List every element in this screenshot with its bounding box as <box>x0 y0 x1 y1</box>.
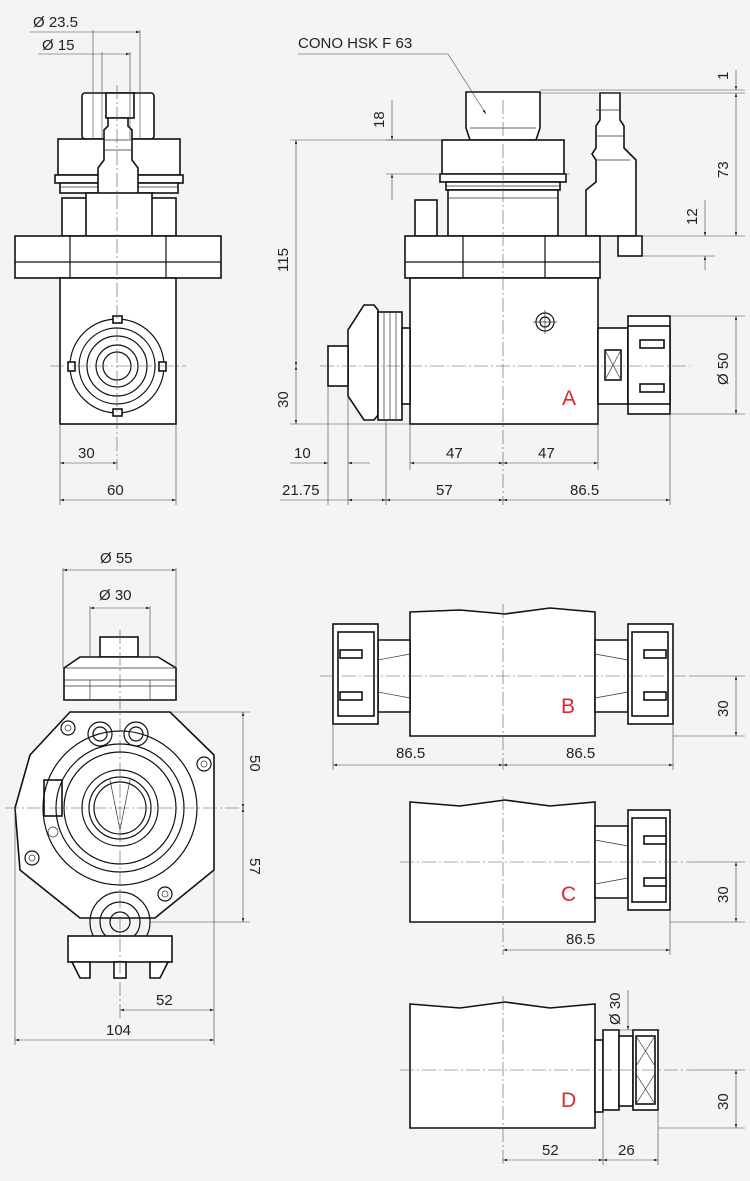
dim-d-52: 52 <box>542 1142 559 1159</box>
dim-d30-bottom: Ø 30 <box>99 587 132 604</box>
front-view: Ø 23.5 Ø 15 30 60 <box>14 14 222 505</box>
dim-b-left: 86.5 <box>396 745 425 762</box>
dim-d-26: 26 <box>618 1142 635 1159</box>
dim-47-right: 47 <box>538 445 555 462</box>
dim-86-5-side: 86.5 <box>570 482 599 499</box>
dim-10: 10 <box>294 445 311 462</box>
variant-label-a: A <box>562 387 576 410</box>
dim-57-side: 57 <box>436 482 453 499</box>
dim-52-bottom: 52 <box>156 992 173 1009</box>
dim-47-left: 47 <box>446 445 463 462</box>
bottom-view: Ø 55 Ø 30 50 57 52 104 <box>5 550 263 1045</box>
variant-c-view: C 86.5 30 <box>400 796 745 955</box>
variant-d-view: D Ø 30 52 26 30 <box>400 990 745 1165</box>
dim-73: 73 <box>715 161 732 178</box>
dim-115: 115 <box>275 248 292 272</box>
dim-30-front: 30 <box>78 445 95 462</box>
dim-30-side: 30 <box>275 391 292 408</box>
dim-d-30: 30 <box>715 1093 732 1110</box>
dim-d50: Ø 50 <box>715 352 732 385</box>
dim-d55: Ø 55 <box>100 550 133 567</box>
dim-c-86-5: 86.5 <box>566 931 595 948</box>
cone-label: CONO HSK F 63 <box>298 35 412 52</box>
dim-c-30: 30 <box>715 886 732 903</box>
dim-1: 1 <box>715 72 732 80</box>
side-view-a: A CONO HSK F 63 1 73 12 18 115 30 <box>275 35 745 505</box>
variant-label-c: C <box>561 883 576 906</box>
dim-104: 104 <box>106 1022 131 1039</box>
dim-57-bottom: 57 <box>246 858 263 875</box>
dim-d15: Ø 15 <box>42 37 75 54</box>
dim-12: 12 <box>684 208 701 225</box>
dim-50: 50 <box>246 755 263 772</box>
dim-18: 18 <box>371 111 388 128</box>
dim-b-right: 86.5 <box>566 745 595 762</box>
dim-b-30: 30 <box>715 700 732 717</box>
dim-d-d30: Ø 30 <box>607 992 624 1025</box>
variant-b-view: B 86.5 86.5 30 <box>320 604 745 770</box>
dim-d23-5: Ø 23.5 <box>33 14 78 31</box>
dim-21-75: 21.75 <box>282 482 320 499</box>
variant-label-d: D <box>561 1089 576 1112</box>
variant-label-b: B <box>561 695 575 718</box>
dim-60: 60 <box>107 482 124 499</box>
